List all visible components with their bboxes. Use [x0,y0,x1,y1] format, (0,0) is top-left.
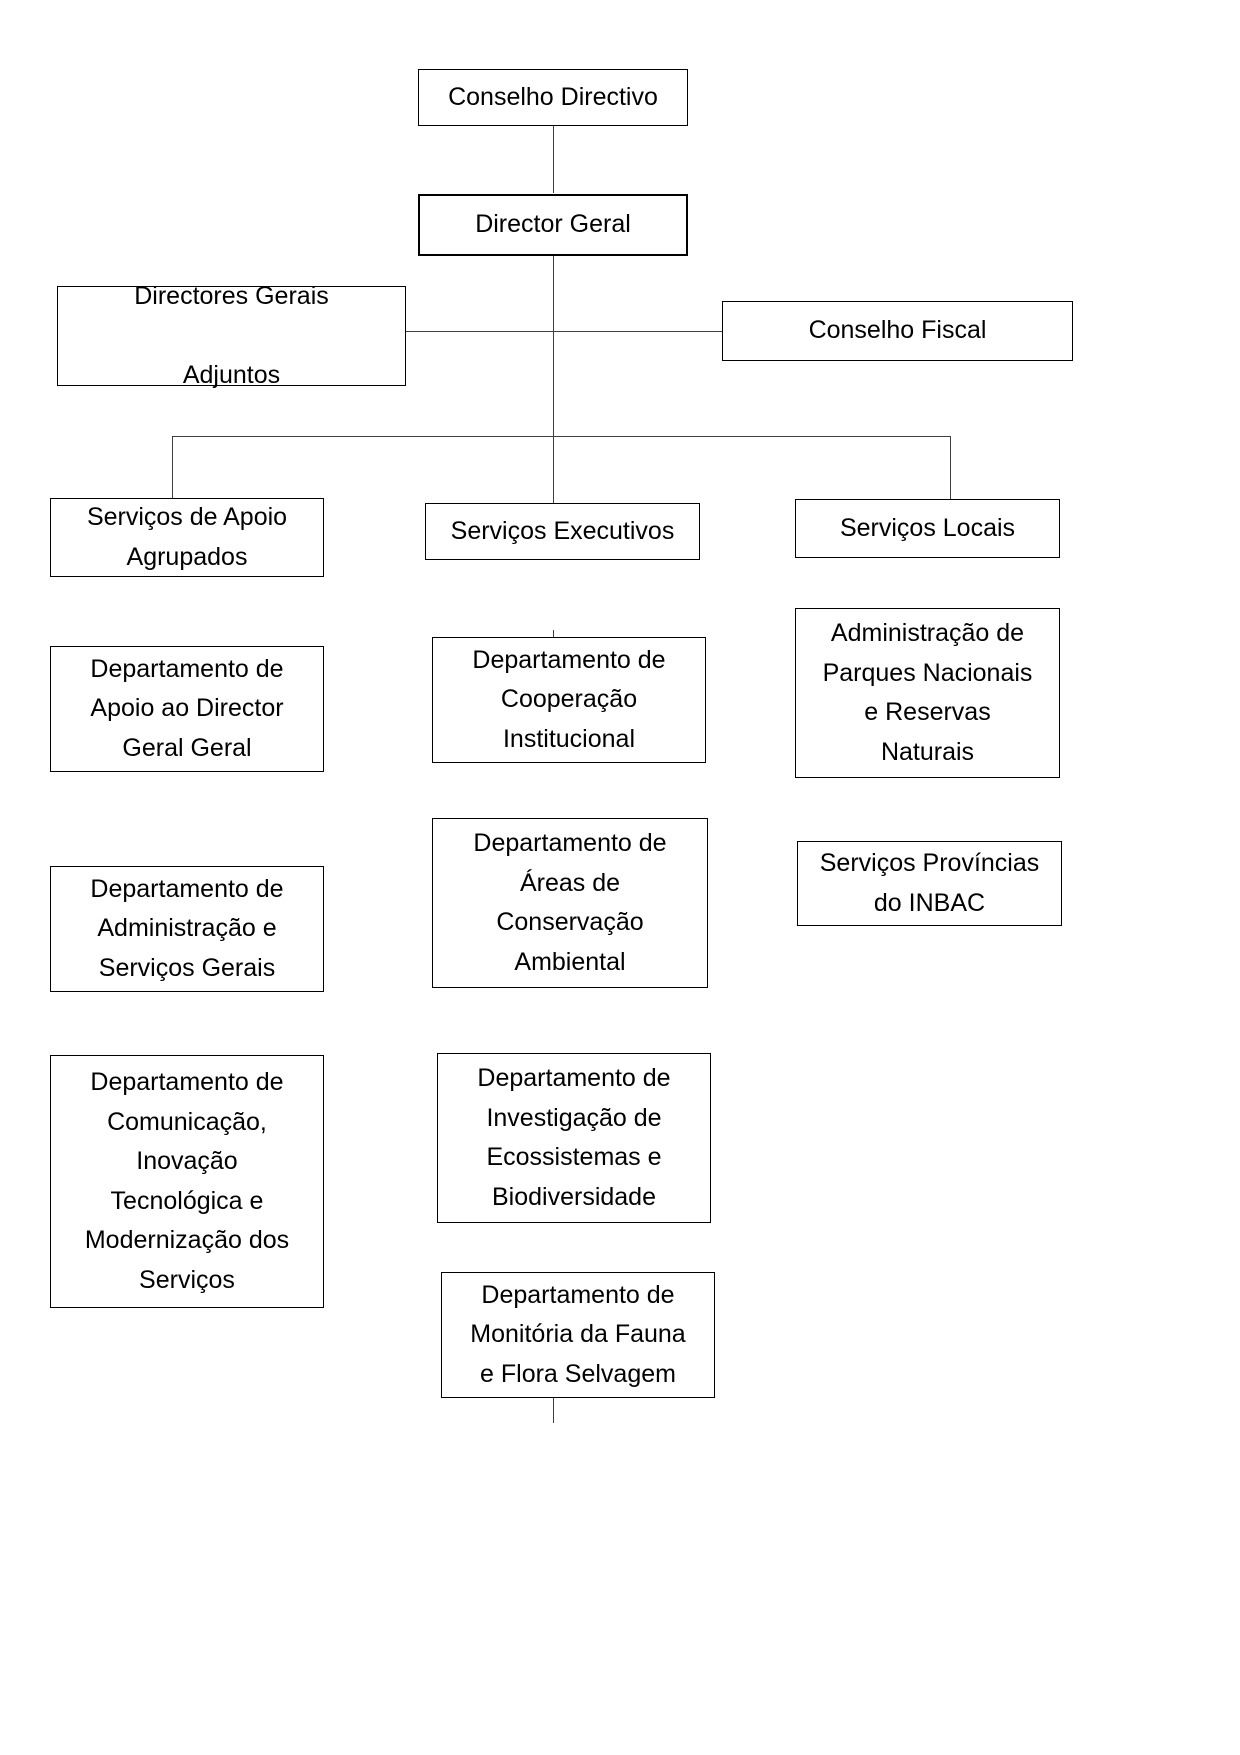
connector-director-to-services-trunk [553,331,554,436]
node-servicos-provincias-inbac[interactable]: Serviços Províncias do INBAC [797,841,1062,926]
node-directores-gerais-adjuntos[interactable]: Directores Gerais Adjuntos [57,282,406,389]
node-servicos-locais[interactable]: Serviços Locais [795,499,1060,558]
node-dep-areas-conservacao[interactable]: Departamento de Áreas de Conservação Amb… [432,818,708,988]
connector-services-branch-bar [172,436,951,437]
node-director-geral[interactable]: Director Geral [418,194,688,256]
node-servicos-executivos[interactable]: Serviços Executivos [425,503,700,560]
node-dep-investigacao-ecossistemas[interactable]: Departamento de Investigação de Ecossist… [437,1053,711,1223]
node-admin-parques-nacionais[interactable]: Administração de Parques Nacionais e Res… [795,608,1060,778]
connector-director-down [553,256,554,332]
connector-branch-to-executivos [553,436,554,560]
node-conselho-fiscal[interactable]: Conselho Fiscal [722,301,1073,361]
connector-adjuntos-fiscal-bar [405,331,723,332]
node-servicos-apoio-agrupados[interactable]: Serviços de Apoio Agrupados [50,498,324,577]
connector-branch-to-apoio [172,436,173,550]
node-dep-cooperacao-institucional[interactable]: Departamento de Cooperação Institucional [432,637,706,763]
connector-branch-to-locais [950,436,951,499]
node-dep-apoio-director-geral[interactable]: Departamento de Apoio ao Director Geral … [50,646,324,772]
node-conselho-directivo[interactable]: Conselho Directivo [418,69,688,126]
node-dep-monitoria-fauna-flora[interactable]: Departamento de Monitória da Fauna e Flo… [441,1272,715,1398]
node-dep-comunicacao-inovacao[interactable]: Departamento de Comunicação, Inovação Te… [50,1055,324,1308]
connector-conselho-to-director [553,125,554,193]
node-dep-administracao-servicos-gerais[interactable]: Departamento de Administração e Serviços… [50,866,324,992]
